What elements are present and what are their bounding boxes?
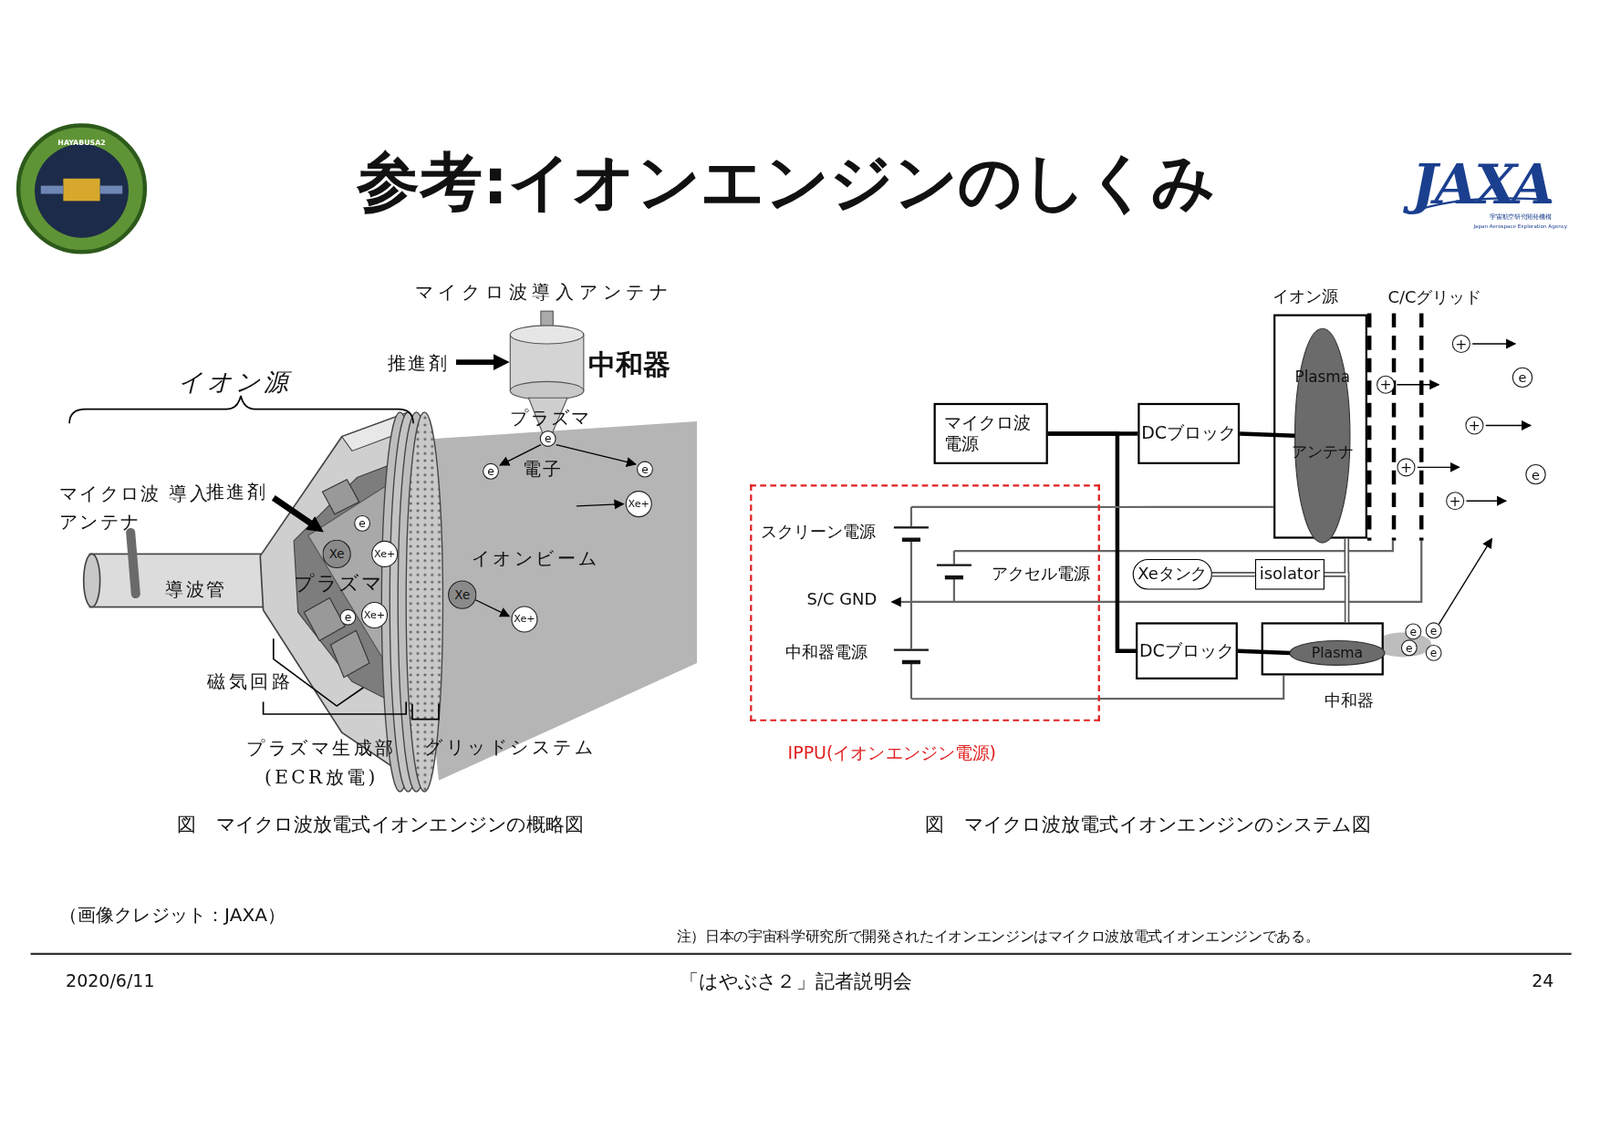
footer-rule: [31, 953, 1572, 956]
annotation-label: 24: [1531, 971, 1554, 992]
annotation-label: イオンビーム: [471, 548, 601, 570]
particle-symbol: e: [1525, 464, 1546, 485]
annotation-label: プラズマ: [293, 571, 384, 596]
component-box: 中和器Plasma: [1261, 622, 1384, 676]
node-text: DCブロック: [1139, 423, 1237, 444]
annotation-label: 宇宙航空研究開発機構: [1489, 213, 1551, 221]
annotation-label: Japan Aerospace Exploration Agency: [1473, 223, 1568, 229]
annotation-label: 電子: [522, 458, 564, 480]
annotation-label: マイクロ波 導入アンテナ: [59, 479, 223, 537]
annotation-label: C/Cグリッド: [1387, 288, 1482, 308]
node-text: イオン源: [1272, 287, 1339, 307]
annotation-label: （画像クレジット：JAXA）: [59, 904, 286, 926]
particle-symbol: e: [1512, 367, 1533, 388]
annotation-label: 中和器: [588, 348, 672, 381]
connector: [1100, 506, 1274, 509]
node-text: isolator: [1256, 564, 1324, 584]
annotation-label: 推進剤: [206, 481, 268, 503]
particle-symbol: e: [1401, 639, 1418, 656]
particle-symbol: e: [1425, 644, 1443, 662]
annotation-label: グリッドシステム: [424, 737, 596, 759]
annotation-label: マイクロ波導入アンテナ: [415, 281, 674, 303]
annotation-label: プラズマ: [509, 407, 592, 429]
component-box: isolator: [1255, 559, 1325, 591]
connector: [1100, 675, 1284, 700]
particle-symbol: Xe+: [371, 540, 398, 568]
node-text: Plasma: [1282, 369, 1362, 387]
plasma-ellipse: Plasma: [1289, 640, 1385, 665]
component-box: イオン源Plasmaアンテナ: [1273, 314, 1368, 540]
particle-symbol: Xe: [447, 580, 477, 609]
system-wiring: [892, 312, 1531, 699]
particle-symbol: +: [1445, 491, 1465, 510]
particle-symbol: Xe+: [361, 602, 388, 629]
annotation-label: 導波管: [165, 579, 227, 601]
connector: [1239, 433, 1295, 436]
mission-patch: [18, 125, 146, 253]
particle-symbol: Xe: [322, 540, 351, 569]
double-line-inner: [1324, 574, 1348, 624]
component-box: DCブロック: [1137, 403, 1240, 465]
annotation-label: HAYABUSA2: [57, 138, 105, 147]
connector: [1237, 651, 1290, 654]
particle-symbol: e: [1425, 622, 1443, 639]
annotation-label: イオン源: [177, 368, 291, 397]
node-text: マイクロ波 電源: [944, 414, 1042, 455]
annotation-label: 中和器電源: [785, 644, 867, 664]
node-text: 中和器: [1324, 691, 1374, 711]
component-box: マイクロ波 電源: [934, 403, 1049, 465]
particle-symbol: e: [540, 430, 557, 447]
particle-symbol: +: [1464, 415, 1484, 435]
particle-symbol: e: [1404, 623, 1422, 640]
double-line-inner: [1212, 573, 1256, 576]
power-unit-group: IPPU(イオンエンジン電源): [749, 484, 1101, 722]
annotation-label: 図 マイクロ波放電式イオンエンジンの概略図: [176, 813, 584, 836]
ellipse-shape: [1289, 640, 1385, 665]
particle-symbol: e: [353, 515, 371, 532]
double-line-inner: [1324, 539, 1347, 575]
annotation-label: JAXA: [1411, 152, 1552, 216]
component-box: Xeタンク: [1132, 559, 1213, 591]
particle-symbol: Xe+: [510, 605, 538, 633]
node-text: アンテナ: [1278, 444, 1367, 462]
annotation-label: 図 マイクロ波放電式イオンエンジンのシステム図: [924, 813, 1372, 836]
annotation-label: プラズマ生成部 (ECR放電): [229, 734, 414, 793]
ellipse-shape: [1295, 328, 1351, 543]
annotation-label: 磁気回路: [207, 671, 293, 693]
annotation-label: 「はやぶさ２」記者説明会: [679, 970, 913, 993]
connector: [1324, 574, 1348, 624]
particle-symbol: e: [636, 461, 654, 478]
particle-symbol: +: [1396, 457, 1415, 477]
particle-symbol: +: [1452, 334, 1471, 354]
engine-illustration: [69, 311, 697, 792]
slide-title: 参考:イオンエンジンのしくみ: [356, 145, 1216, 219]
node-text: DCブロック: [1137, 641, 1236, 662]
node-text: Plasma: [1289, 644, 1385, 662]
annotation-label: スクリーン電源: [760, 523, 875, 543]
ellipse-outline: [1295, 328, 1351, 543]
particle-symbol: e: [340, 609, 357, 626]
connector: [1212, 571, 1256, 578]
annotation-label: 2020/6/11: [65, 971, 156, 992]
connector: [1048, 433, 1136, 651]
particle-symbol: Xe+: [625, 490, 653, 518]
annotation-label: アクセル電源: [991, 564, 1090, 584]
annotation-label: 注）日本の宇宙科学研究所で開発されたイオンエンジンはマイクロ波放電式イオンエンジ…: [676, 928, 1320, 946]
particle-symbol: e: [482, 463, 499, 480]
component-box: DCブロック: [1135, 622, 1238, 680]
annotation-label: S/C GND: [807, 590, 878, 610]
particle-symbol: +: [1376, 375, 1395, 395]
node-text: Xeタンク: [1133, 564, 1212, 584]
annotation-label: 推進剤: [387, 353, 449, 375]
connector: [1324, 539, 1347, 575]
plasma-ellipse: Plasmaアンテナ: [1295, 328, 1351, 543]
node-text: IPPU(イオンエンジン電源): [788, 743, 997, 764]
